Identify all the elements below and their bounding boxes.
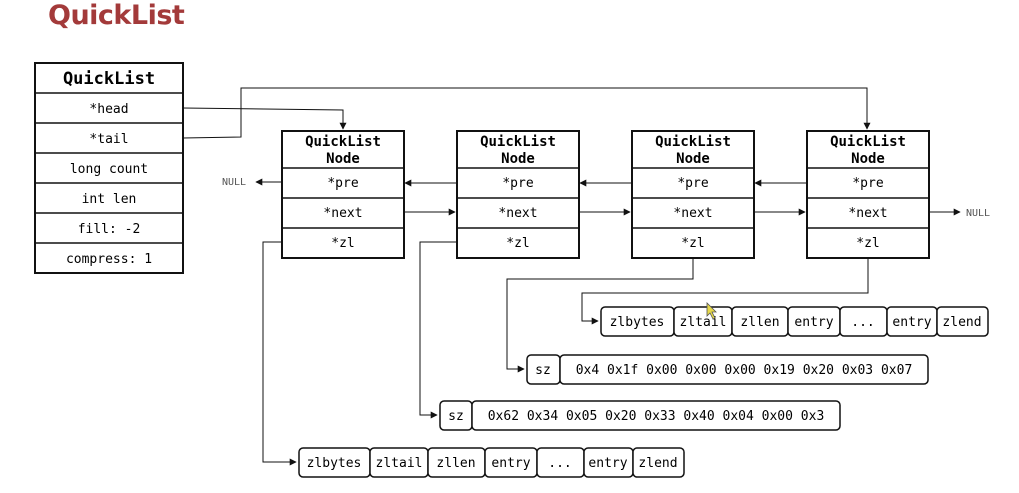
quicklist-node-3: QuickList Node *pre *next *zl (631, 130, 755, 259)
node-field-pre: *pre (852, 176, 883, 191)
quicklist-field-count: long count (70, 162, 148, 177)
quicklist-node-2: QuickList Node *pre *next *zl (456, 130, 580, 259)
quicklist-node-4: QuickList Node *pre *next *zl (806, 130, 930, 259)
node-title: Node (676, 151, 710, 167)
node-title: QuickList (305, 134, 381, 150)
node-title: Node (326, 151, 360, 167)
ziplist-cell: entry (491, 456, 530, 471)
node-field-next: *next (673, 206, 712, 221)
node-field-pre: *pre (327, 176, 358, 191)
zl-arrow-node1 (262, 241, 297, 466)
zl-arrow-node4 (581, 258, 869, 325)
tail-pointer-arrow (182, 87, 871, 139)
node-field-zl: *zl (331, 236, 354, 251)
quicklist-field-compress: compress: 1 (66, 252, 152, 267)
compressed-block-node2: sz 0x62 0x34 0x05 0x20 0x33 0x40 0x04 0x… (439, 400, 841, 431)
null-label-left: NULL (222, 177, 246, 188)
ziplist-cell: entry (794, 315, 833, 330)
quicklist-field-head: *head (89, 102, 128, 117)
node-field-next: *next (848, 206, 887, 221)
head-pointer-arrow (182, 107, 347, 130)
compressed-bytes: 0x4 0x1f 0x00 0x00 0x00 0x19 0x20 0x03 0… (576, 363, 913, 378)
compressed-block-node3: sz 0x4 0x1f 0x00 0x00 0x00 0x19 0x20 0x0… (526, 354, 929, 385)
ziplist-cell: ... (851, 315, 874, 330)
quicklist-field-len: int len (82, 192, 137, 207)
ziplist-cell: zlbytes (610, 315, 665, 330)
quicklist-field-fill: fill: -2 (78, 222, 141, 237)
node-field-zl: *zl (856, 236, 879, 251)
ziplist-top: zlbytes zltail zllen entry ... entry zle… (600, 306, 989, 337)
ziplist-cell: zlend (942, 315, 981, 330)
compressed-sz: sz (535, 363, 551, 378)
connector-arrows (182, 87, 961, 466)
node-field-zl: *zl (506, 236, 529, 251)
zl-arrow-node3 (506, 258, 694, 373)
ziplist-cell: zllen (740, 315, 779, 330)
zl-arrow-node2 (419, 241, 457, 419)
node-field-pre: *pre (677, 176, 708, 191)
node-title: QuickList (830, 134, 906, 150)
ziplist-cell: zltail (680, 315, 727, 330)
ziplist-bottom: zlbytes zltail zllen entry ... entry zle… (298, 447, 685, 478)
node-title: Node (851, 151, 885, 167)
node-title: Node (501, 151, 535, 167)
node-title: QuickList (480, 134, 556, 150)
node-field-next: *next (498, 206, 537, 221)
compressed-sz: sz (448, 409, 464, 424)
quicklist-field-tail: *tail (89, 132, 128, 147)
ziplist-cell: entry (588, 456, 627, 471)
quicklist-struct: QuickList *head *tail long count int len… (34, 62, 184, 274)
quicklist-node-1: QuickList Node *pre *next *zl (281, 130, 405, 259)
ziplist-cell: zllen (436, 456, 475, 471)
node-title: QuickList (655, 134, 731, 150)
node-field-next: *next (323, 206, 362, 221)
node-field-zl: *zl (681, 236, 704, 251)
ziplist-cell: zlbytes (307, 456, 362, 471)
ziplist-cell: ... (548, 456, 571, 471)
mouse-cursor-icon (706, 302, 717, 320)
node-field-pre: *pre (502, 176, 533, 191)
null-label-right: NULL (966, 208, 990, 219)
ziplist-cell: zltail (376, 456, 423, 471)
compressed-bytes: 0x62 0x34 0x05 0x20 0x33 0x40 0x04 0x00 … (488, 409, 825, 424)
quicklist-header: QuickList (63, 69, 155, 89)
page-title: QuickList (48, 0, 185, 31)
ziplist-cell: zlend (638, 456, 677, 471)
ziplist-cell: entry (892, 315, 931, 330)
